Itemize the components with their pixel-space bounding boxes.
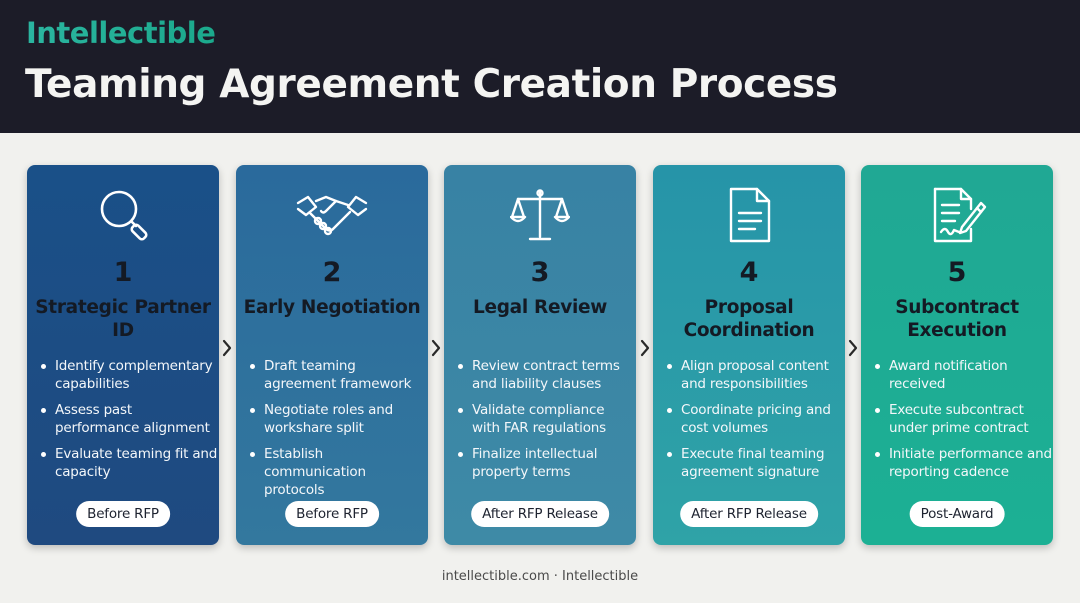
step-card-strategic-partner-id: 1 Strategic Partner ID Identify compleme… xyxy=(27,165,219,545)
step-bullet: Execute subcontract under prime contract xyxy=(873,401,1053,437)
step-bullet-list: Align proposal content and responsibilit… xyxy=(665,357,845,489)
step-number: 2 xyxy=(322,257,342,288)
phase-badge: After RFP Release xyxy=(680,501,818,527)
footer-text: intellectible.com · Intellectible xyxy=(441,569,639,584)
step-title: Subcontract Execution xyxy=(895,297,1019,341)
step-bullet: Award notification received xyxy=(873,357,1053,393)
document-icon xyxy=(719,185,779,245)
step-bullet: Establish communication protocols xyxy=(248,445,428,499)
step-number: 1 xyxy=(113,257,133,288)
step-number: 4 xyxy=(739,257,759,288)
step-bullet: Identify complementary capabilities xyxy=(39,357,219,393)
step-bullet: Execute final teaming agreement signatur… xyxy=(665,445,845,481)
step-title: Proposal Coordination xyxy=(683,297,815,341)
step-bullet: Evaluate teaming fit and capacity xyxy=(39,445,219,481)
step-card-legal-review: 3 Legal Review Review contract terms and… xyxy=(444,165,636,545)
step-bullet: Align proposal content and responsibilit… xyxy=(665,357,845,393)
step-number: 3 xyxy=(530,257,550,288)
chevron-right-icon xyxy=(220,337,234,359)
step-bullet: Finalize intellectual property terms xyxy=(456,445,636,481)
chevron-right-icon xyxy=(638,337,652,359)
step-title: Legal Review xyxy=(472,297,608,318)
phase-badge: After RFP Release xyxy=(471,501,609,527)
step-bullet: Review contract terms and liability clau… xyxy=(456,357,636,393)
signed-contract-icon xyxy=(927,185,987,245)
step-card-proposal-coordination: 4 Proposal Coordination Align proposal c… xyxy=(653,165,845,545)
step-bullet: Coordinate pricing and cost volumes xyxy=(665,401,845,437)
step-bullet: Initiate performance and reporting caden… xyxy=(873,445,1053,481)
page-title: Teaming Agreement Creation Process xyxy=(25,62,838,107)
handshake-icon xyxy=(296,185,368,245)
step-title: Strategic Partner ID xyxy=(35,297,211,341)
step-title: Early Negotiation xyxy=(243,297,421,318)
chevron-right-icon xyxy=(846,337,860,359)
step-bullet: Validate compliance with FAR regulations xyxy=(456,401,636,437)
phase-badge: Before RFP xyxy=(285,501,379,527)
brand-logo-text: Intellectible xyxy=(26,16,216,50)
chevron-right-icon xyxy=(429,337,443,359)
magnifier-icon xyxy=(93,185,153,245)
step-bullet-list: Review contract terms and liability clau… xyxy=(456,357,636,489)
step-bullet-list: Identify complementary capabilities Asse… xyxy=(39,357,219,489)
phase-badge: Before RFP xyxy=(76,501,170,527)
step-card-early-negotiation: 2 Early Negotiation Draft teaming agreem… xyxy=(236,165,428,545)
step-bullet: Assess past performance alignment xyxy=(39,401,219,437)
step-card-subcontract-execution: 5 Subcontract Execution Award notificati… xyxy=(861,165,1053,545)
header-bar: Intellectible Teaming Agreement Creation… xyxy=(0,0,1080,133)
step-number: 5 xyxy=(947,257,967,288)
step-bullet-list: Award notification received Execute subc… xyxy=(873,357,1053,489)
step-bullet: Draft teaming agreement framework xyxy=(248,357,428,393)
phase-badge: Post-Award xyxy=(909,501,1005,527)
step-bullet: Negotiate roles and workshare split xyxy=(248,401,428,437)
step-bullet-list: Draft teaming agreement framework Negoti… xyxy=(248,357,428,507)
scales-icon xyxy=(509,185,571,245)
